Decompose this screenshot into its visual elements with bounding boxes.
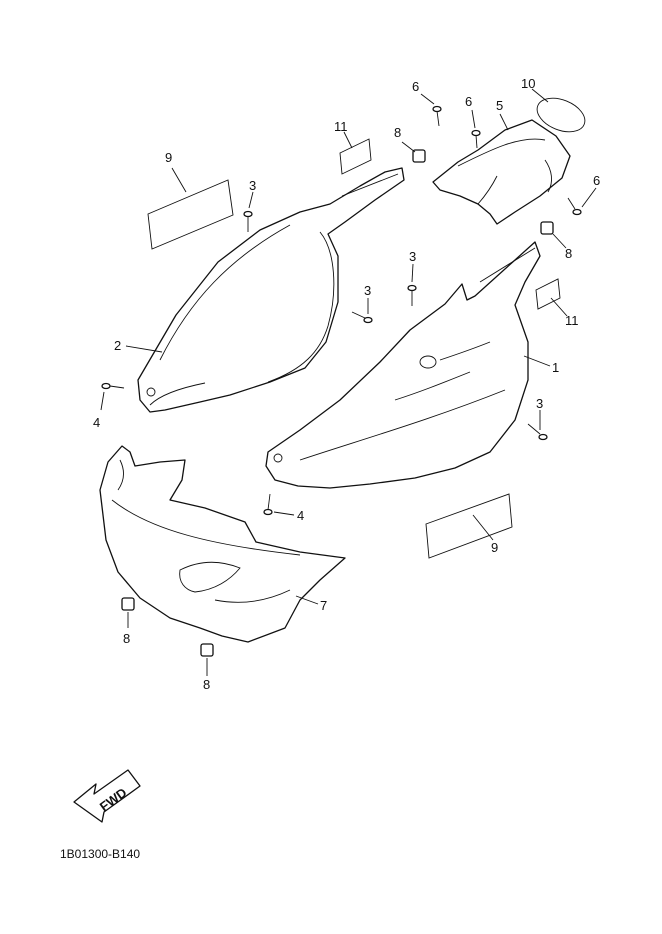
callout-11a: 11 <box>334 119 348 134</box>
decal-9-lower <box>425 493 513 559</box>
callout-6b: 6 <box>465 94 472 109</box>
callout-3b: 3 <box>364 283 371 298</box>
tail-cover-part <box>432 119 571 225</box>
screw-3a <box>243 210 253 232</box>
callout-9a: 9 <box>165 150 172 165</box>
screw-3b <box>351 311 373 324</box>
callout-8b: 8 <box>565 246 572 261</box>
callout-3d: 3 <box>536 396 543 411</box>
side-cover-lower-part <box>265 241 541 489</box>
side-cover-upper-part <box>137 167 405 413</box>
callout-9b: 9 <box>491 540 498 555</box>
callout-1: 1 <box>552 360 559 375</box>
leader-lines <box>100 88 597 676</box>
callout-3c: 3 <box>409 249 416 264</box>
screw-3c <box>407 284 417 306</box>
callout-4a: 4 <box>93 415 100 430</box>
clip-8b <box>540 221 554 235</box>
callout-8d: 8 <box>203 677 210 692</box>
callout-6a: 6 <box>412 79 419 94</box>
callout-3a: 3 <box>249 178 256 193</box>
emblem-part <box>536 97 586 133</box>
callout-7: 7 <box>320 598 327 613</box>
diagram-code: 1B01300-B140 <box>60 847 140 861</box>
decal-11-upper <box>339 138 372 175</box>
clip-8c <box>121 597 135 611</box>
lower-cover-part <box>99 445 346 643</box>
screw-3d <box>527 423 548 441</box>
callout-6c: 6 <box>593 173 600 188</box>
decal-9-upper <box>147 179 234 250</box>
decal-11-lower <box>535 278 561 310</box>
callout-5: 5 <box>496 98 503 113</box>
screw-6a <box>432 105 442 127</box>
callout-8c: 8 <box>123 631 130 646</box>
fwd-arrow-icon: FWD <box>73 769 141 823</box>
clip-8d <box>200 643 214 657</box>
screw-4a <box>101 382 125 390</box>
callout-4b: 4 <box>297 508 304 523</box>
callout-11b: 11 <box>565 313 579 328</box>
callout-2: 2 <box>114 338 121 353</box>
callout-10: 10 <box>521 76 535 91</box>
clip-8a <box>412 149 426 163</box>
screw-4b <box>263 493 273 516</box>
callout-8a: 8 <box>394 125 401 140</box>
screw-6b <box>471 129 481 149</box>
screw-6c <box>567 197 582 216</box>
